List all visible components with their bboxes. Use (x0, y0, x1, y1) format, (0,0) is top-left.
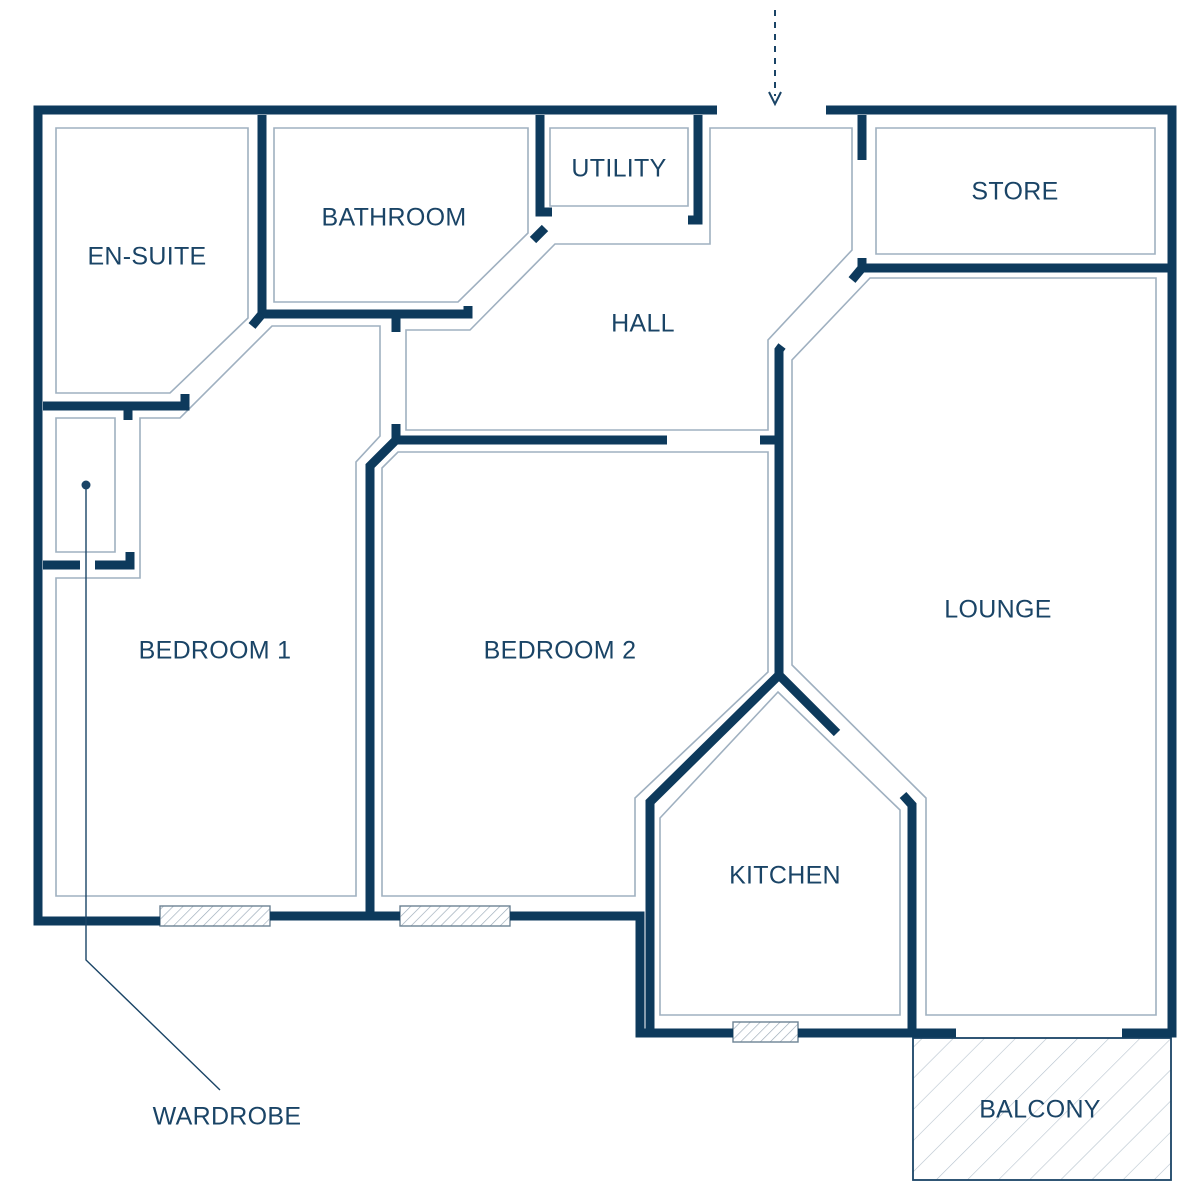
window-bedroom-2 (399, 905, 511, 927)
label-balcony: BALCONY (979, 1096, 1101, 1124)
label-kitchen: KITCHEN (729, 862, 841, 890)
label-en-suite: EN-SUITE (87, 243, 206, 271)
entrance-arrow (768, 10, 782, 107)
label-wardrobe: WARDROBE (153, 1103, 302, 1131)
label-bathroom: BATHROOM (322, 204, 467, 232)
room-labels: EN-SUITE BATHROOM UTILITY STORE HALL BED… (87, 155, 1100, 1131)
label-hall: HALL (611, 310, 675, 338)
label-store: STORE (971, 178, 1058, 206)
wardrobe-leader-line (85, 485, 221, 1091)
wardrobe-callout (81, 480, 221, 1091)
window-bedroom-1 (159, 905, 271, 927)
label-lounge: LOUNGE (944, 596, 1051, 624)
room-outlines (55, 127, 1157, 1016)
walls (33, 105, 1177, 1038)
label-bedroom-2: BEDROOM 2 (484, 637, 637, 665)
windows (159, 905, 799, 1043)
balcony-area (912, 1037, 1172, 1181)
window-kitchen (732, 1021, 799, 1043)
label-utility: UTILITY (571, 155, 666, 183)
label-bedroom-1: BEDROOM 1 (139, 637, 292, 665)
